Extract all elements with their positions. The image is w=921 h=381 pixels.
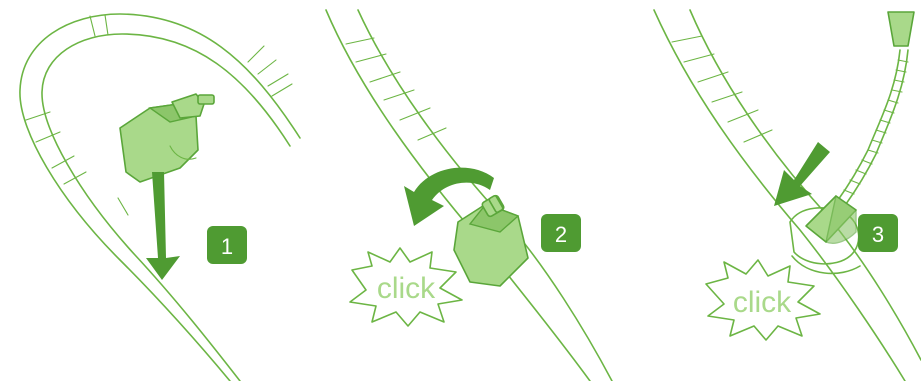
down-arrow-icon xyxy=(146,172,180,280)
click-burst-icon: click xyxy=(350,248,462,326)
diagonal-arrow-icon xyxy=(774,142,830,206)
click-label: click xyxy=(733,286,792,319)
step-badge-1: 1 xyxy=(207,226,247,264)
panel-step-1: 1 xyxy=(20,14,300,381)
panel-step-2: click 2 xyxy=(326,10,612,381)
step-number-1: 1 xyxy=(221,234,233,259)
step-badge-2: 2 xyxy=(541,214,581,252)
frame-tube xyxy=(326,10,612,381)
click-label: click xyxy=(377,272,436,305)
step-number-3: 3 xyxy=(872,222,884,247)
panel-step-3: click 3 xyxy=(654,10,921,381)
click-burst-icon: click xyxy=(706,260,820,340)
step-badge-3: 3 xyxy=(858,214,898,252)
coiled-cable xyxy=(838,12,914,204)
adapter-part xyxy=(120,94,214,182)
step-number-2: 2 xyxy=(555,222,567,247)
adapter-part xyxy=(454,195,528,286)
